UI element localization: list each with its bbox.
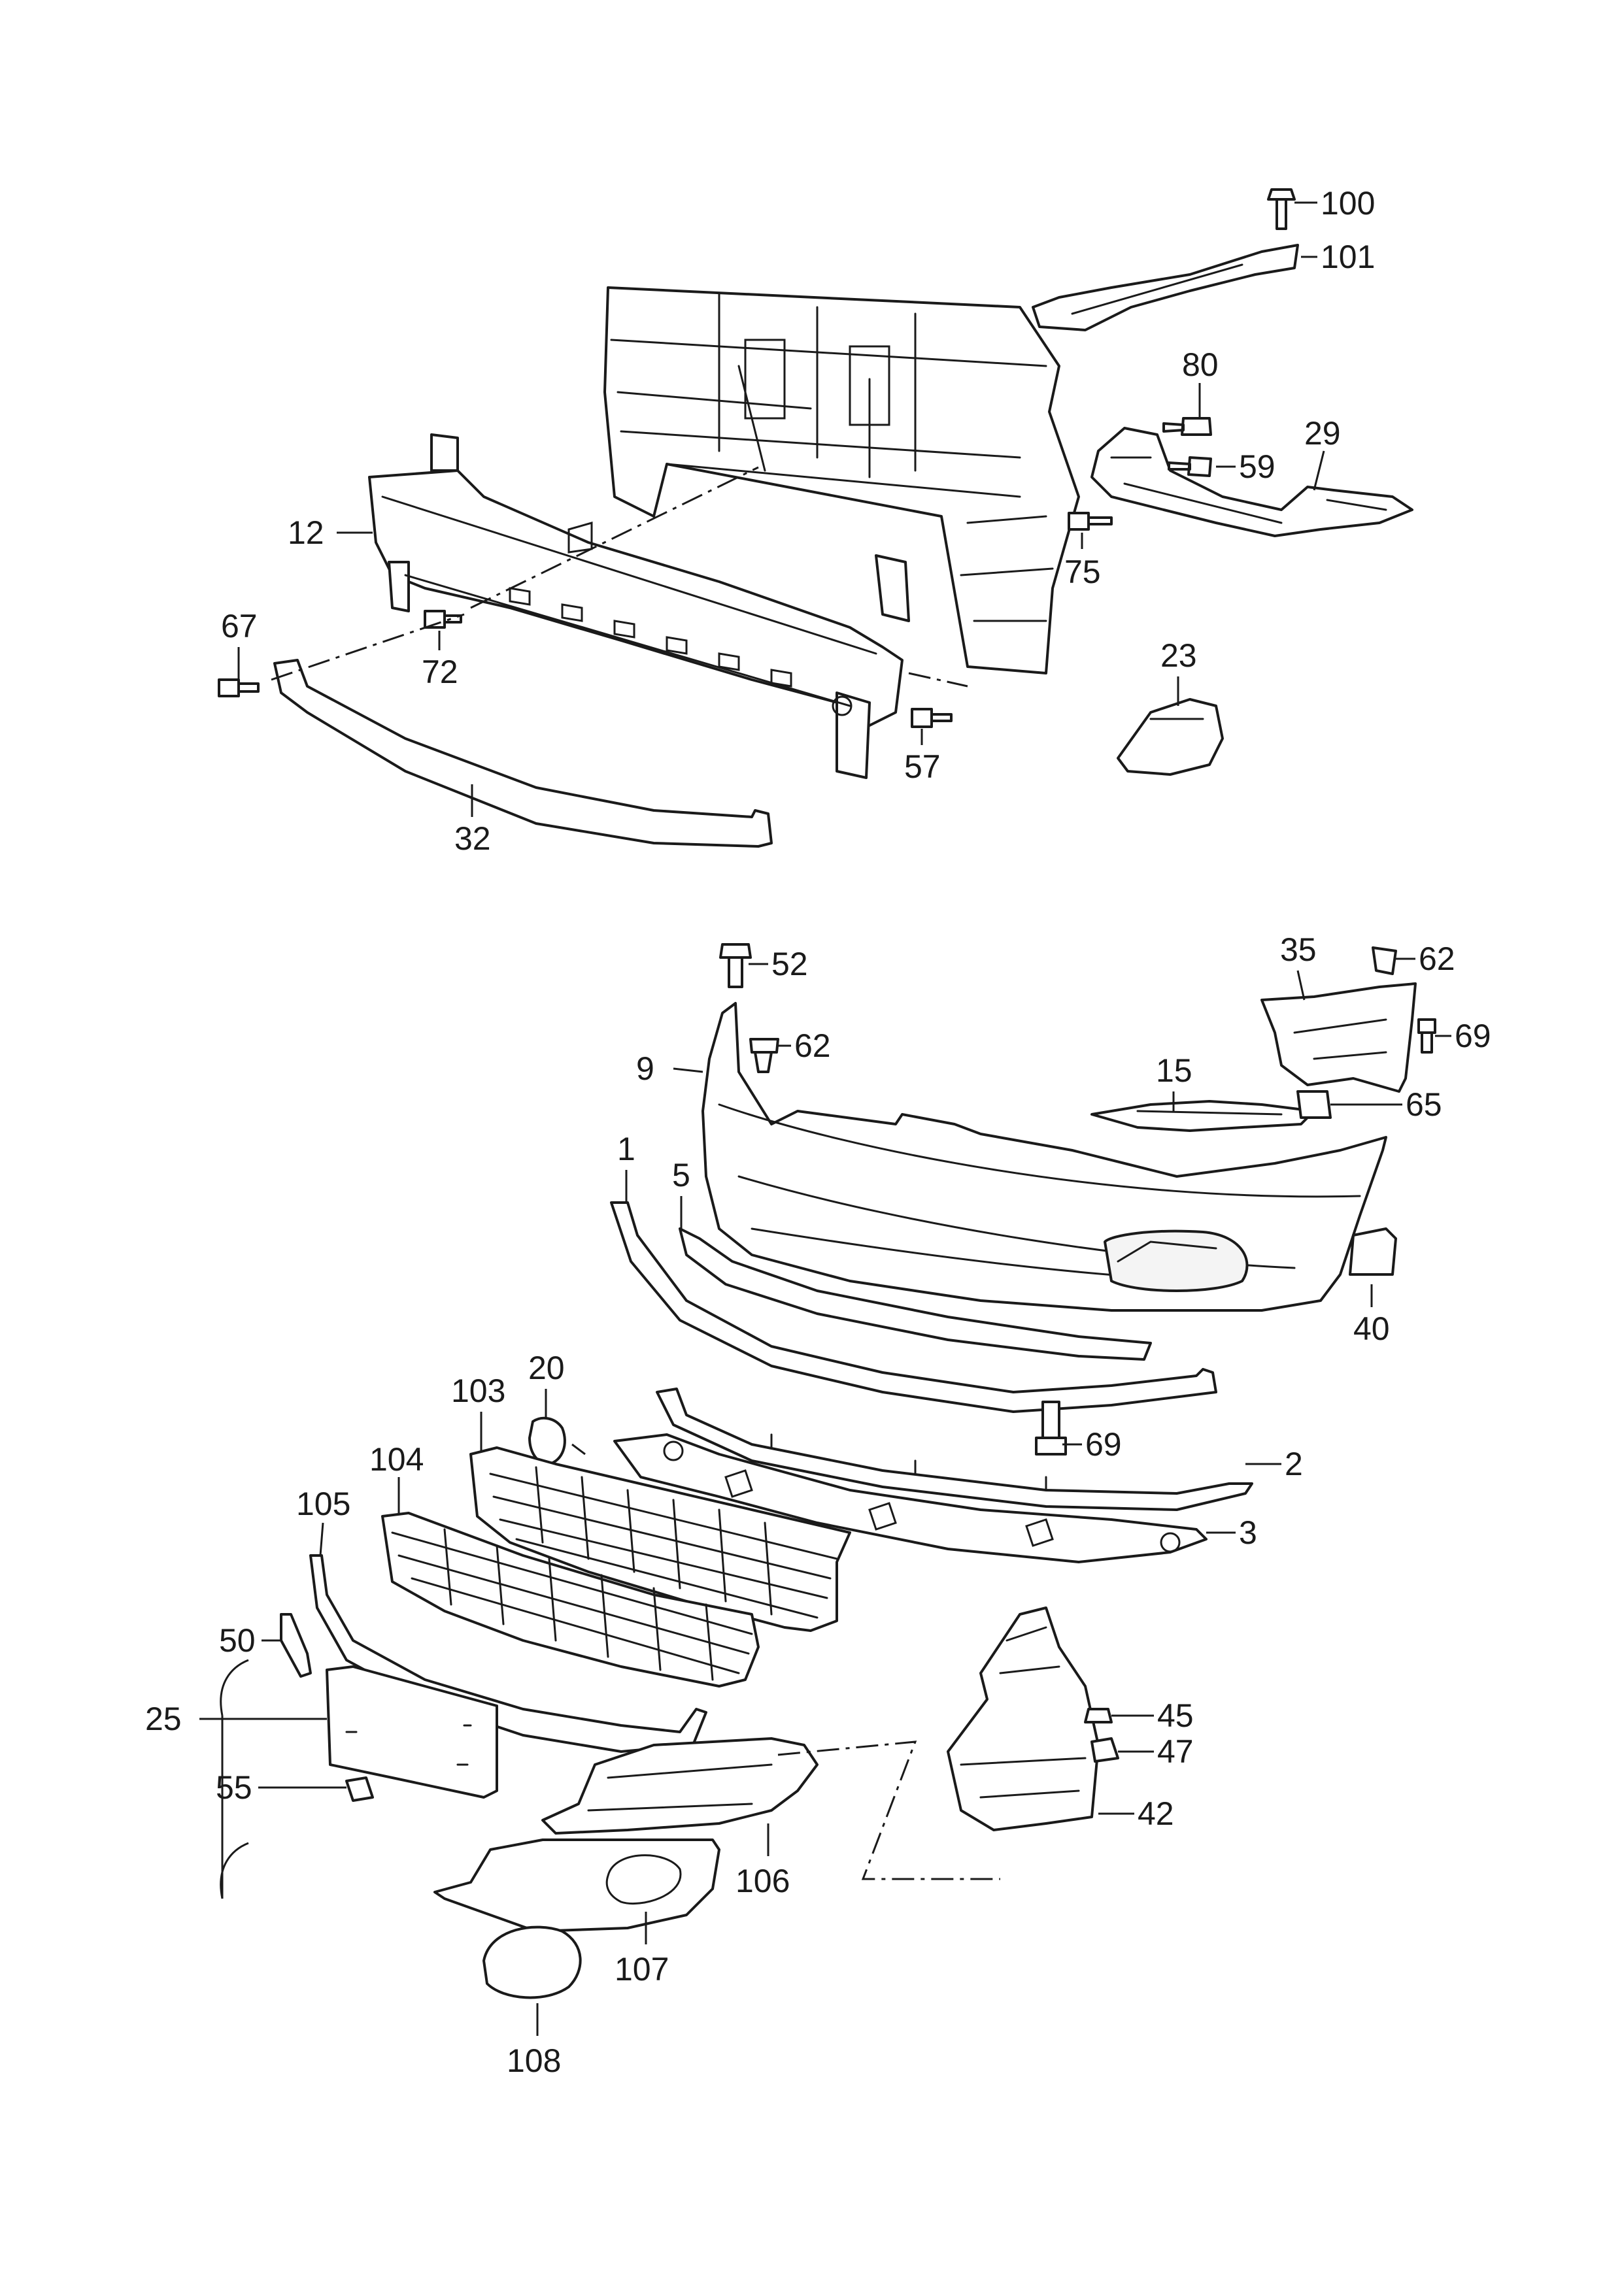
trim-107-part — [433, 1838, 720, 1933]
callout-75: 75 — [1064, 554, 1101, 590]
callout-104: 104 — [369, 1441, 424, 1478]
bolt-59-part — [1168, 456, 1212, 477]
bolt-72-part — [424, 610, 462, 629]
cap-23-part — [1117, 698, 1224, 776]
callout-62-left: 62 — [794, 1027, 831, 1064]
callout-50: 50 — [219, 1622, 256, 1659]
callout-103: 103 — [451, 1373, 505, 1409]
lock-carrier-part — [603, 286, 1080, 674]
alignment-line — [271, 466, 968, 688]
lower-strip-32-part — [273, 659, 773, 848]
clip-62-left-part — [749, 1038, 779, 1073]
nut-45-part — [1084, 1708, 1113, 1723]
bumper-reinforcement-part — [368, 433, 910, 779]
plate-holder-part — [326, 1665, 498, 1799]
strip-1-part — [610, 1201, 1217, 1413]
screw-69-upper-part — [1417, 1018, 1436, 1054]
clip-55-part — [345, 1776, 374, 1802]
callout-105: 105 — [296, 1486, 350, 1522]
trim-40-part — [1349, 1227, 1397, 1276]
callout-5: 5 — [672, 1157, 690, 1193]
bolt-100-part — [1267, 188, 1296, 230]
callout-101: 101 — [1321, 239, 1375, 275]
callout-23: 23 — [1160, 637, 1197, 674]
callout-9: 9 — [636, 1050, 654, 1087]
trim-106-part — [541, 1737, 819, 1835]
bracket-50-part — [280, 1613, 312, 1678]
bracket-101-part — [1032, 244, 1299, 331]
cap-20-part — [528, 1416, 566, 1465]
bracket-15-part — [1090, 1100, 1315, 1132]
callout-69-lower: 69 — [1085, 1426, 1122, 1463]
callout-107: 107 — [615, 1951, 669, 1988]
bolt-75-part — [1068, 512, 1113, 531]
bolt-57-part — [911, 708, 953, 728]
callout-65: 65 — [1406, 1086, 1442, 1123]
callout-29: 29 — [1304, 415, 1341, 452]
callout-2: 2 — [1285, 1446, 1303, 1482]
callout-67: 67 — [221, 608, 258, 644]
callout-leaders — [199, 201, 1451, 2036]
grille-103-part — [469, 1446, 851, 1632]
callout-69-upper: 69 — [1455, 1018, 1491, 1054]
nut-47-part — [1090, 1737, 1119, 1763]
callout-72: 72 — [422, 654, 458, 690]
callout-59: 59 — [1239, 448, 1276, 485]
callout-80: 80 — [1182, 346, 1219, 383]
strip-2-part — [656, 1388, 1253, 1511]
alignment-line — [777, 1740, 1000, 1880]
callout-12: 12 — [288, 514, 324, 551]
callout-47: 47 — [1157, 1733, 1194, 1770]
clip-65-part — [1296, 1090, 1332, 1119]
screw-52-part — [719, 943, 752, 988]
callout-32: 32 — [454, 820, 491, 857]
callout-15: 15 — [1156, 1052, 1192, 1089]
callout-42: 42 — [1138, 1795, 1174, 1832]
callout-45: 45 — [1157, 1697, 1194, 1734]
callout-3: 3 — [1239, 1514, 1257, 1551]
bolt-67-part — [218, 678, 260, 697]
callout-35: 35 — [1280, 931, 1317, 968]
clip-62-right-part — [1372, 946, 1397, 975]
callout-106: 106 — [735, 1863, 790, 1899]
callout-40: 40 — [1353, 1310, 1390, 1347]
callout-25: 25 — [145, 1701, 182, 1737]
bracket-42-part — [947, 1606, 1100, 1831]
screw-69-lower-part — [1035, 1401, 1067, 1456]
callout-20: 20 — [528, 1350, 565, 1386]
callout-52: 52 — [771, 946, 808, 982]
callout-57: 57 — [904, 748, 941, 785]
bracket-3-part — [613, 1433, 1208, 1563]
strip-5-part — [679, 1227, 1152, 1361]
callout-108: 108 — [507, 2042, 561, 2079]
bolt-80-part — [1162, 417, 1212, 436]
ring-108-part — [482, 1925, 582, 1999]
callout-55: 55 — [216, 1769, 252, 1806]
callout-62-right: 62 — [1419, 940, 1455, 977]
callout-1: 1 — [617, 1131, 635, 1167]
callout-100: 100 — [1321, 185, 1375, 222]
grille-104-part — [381, 1512, 760, 1688]
callout-numbers: 100 101 80 29 59 75 12 67 72 23 57 32 52… — [145, 185, 1491, 2079]
side-bracket-35-part — [1260, 982, 1417, 1093]
bumper-cover-part — [701, 1002, 1387, 1312]
